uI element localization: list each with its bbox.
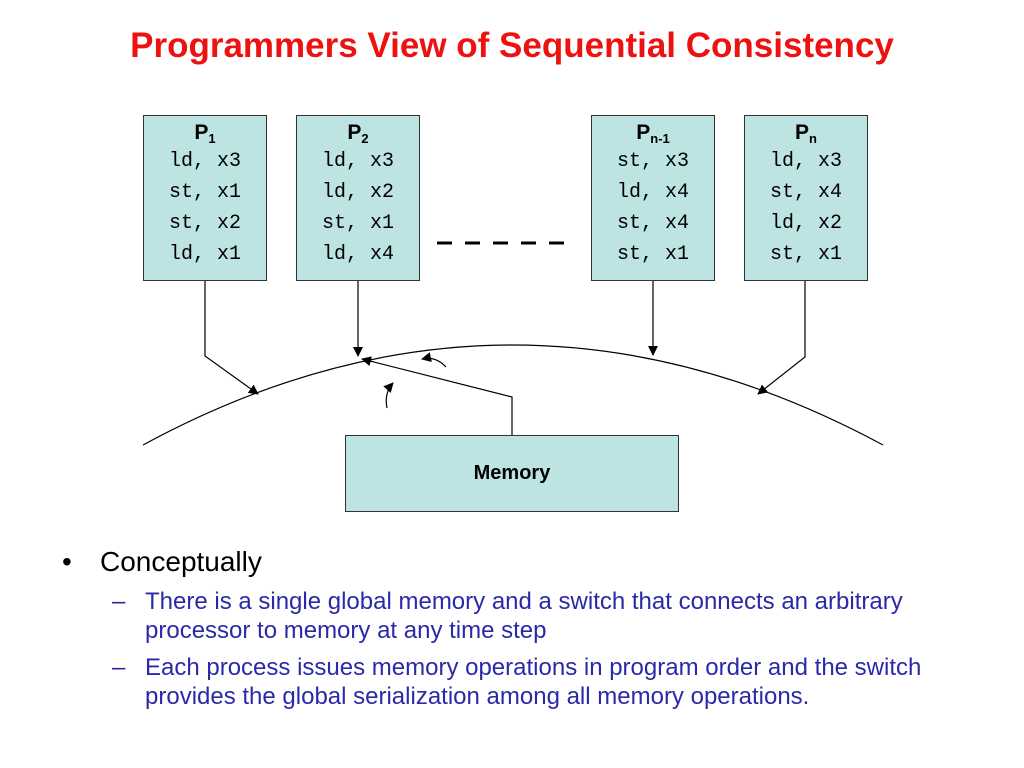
bullet-text: Conceptually	[100, 546, 262, 577]
rotation-arrow-top	[421, 352, 447, 368]
processor-label: P2	[347, 121, 369, 146]
processor-box-p2: P2 ld, x3 ld, x2 st, x1 ld, x4	[296, 115, 420, 281]
sub-bullet-text: There is a single global memory and a sw…	[145, 588, 903, 644]
processor-label: Pn-1	[636, 121, 670, 146]
memory-box: Memory	[345, 435, 679, 512]
memory-op: ld, x2	[321, 181, 394, 204]
memory-op: st, x4	[616, 212, 689, 235]
pn-connector	[757, 281, 806, 395]
sub-bullet-item: – There is a single global memory and a …	[62, 587, 962, 645]
memory-op: ld, x1	[168, 243, 241, 266]
slide-title: Programmers View of Sequential Consisten…	[130, 26, 894, 65]
memory-op: st, x2	[168, 212, 241, 235]
processor-box-pn: Pn ld, x3 st, x4 ld, x2 st, x1	[744, 115, 868, 281]
memory-label: Memory	[473, 462, 551, 484]
memory-op: st, x1	[321, 212, 394, 235]
memory-op: ld, x2	[769, 212, 842, 235]
processor-label: P1	[194, 121, 216, 146]
p1-connector	[204, 281, 259, 395]
memory-switch-arm	[361, 356, 513, 435]
memory-op: st, x1	[616, 243, 689, 266]
processor-label: Pn	[795, 121, 817, 146]
processor-box-p1: P1 ld, x3 st, x1 st, x2 ld, x1	[143, 115, 267, 281]
memory-op: ld, x4	[616, 181, 689, 204]
bullet-dot-icon: •	[62, 546, 72, 577]
bullet-list: • Conceptually – There is a single globa…	[62, 545, 962, 711]
bullet-item: • Conceptually	[62, 545, 962, 579]
memory-op: st, x1	[168, 181, 241, 204]
memory-op: ld, x3	[321, 150, 394, 173]
memory-op: ld, x4	[321, 243, 394, 266]
memory-op: st, x3	[616, 150, 689, 173]
memory-op: ld, x3	[168, 150, 241, 173]
memory-op: st, x1	[769, 243, 842, 266]
sub-bullet-text: Each process issues memory operations in…	[145, 654, 922, 710]
sub-bullet-item: – Each process issues memory operations …	[62, 653, 962, 711]
rotation-arrow-left	[383, 382, 394, 409]
switch-arc	[142, 344, 884, 446]
dash-icon: –	[112, 654, 126, 681]
processor-box-pn-1: Pn-1 st, x3 ld, x4 st, x4 st, x1	[591, 115, 715, 281]
dash-icon: –	[112, 588, 126, 615]
memory-op: st, x4	[769, 181, 842, 204]
memory-op: ld, x3	[769, 150, 842, 173]
